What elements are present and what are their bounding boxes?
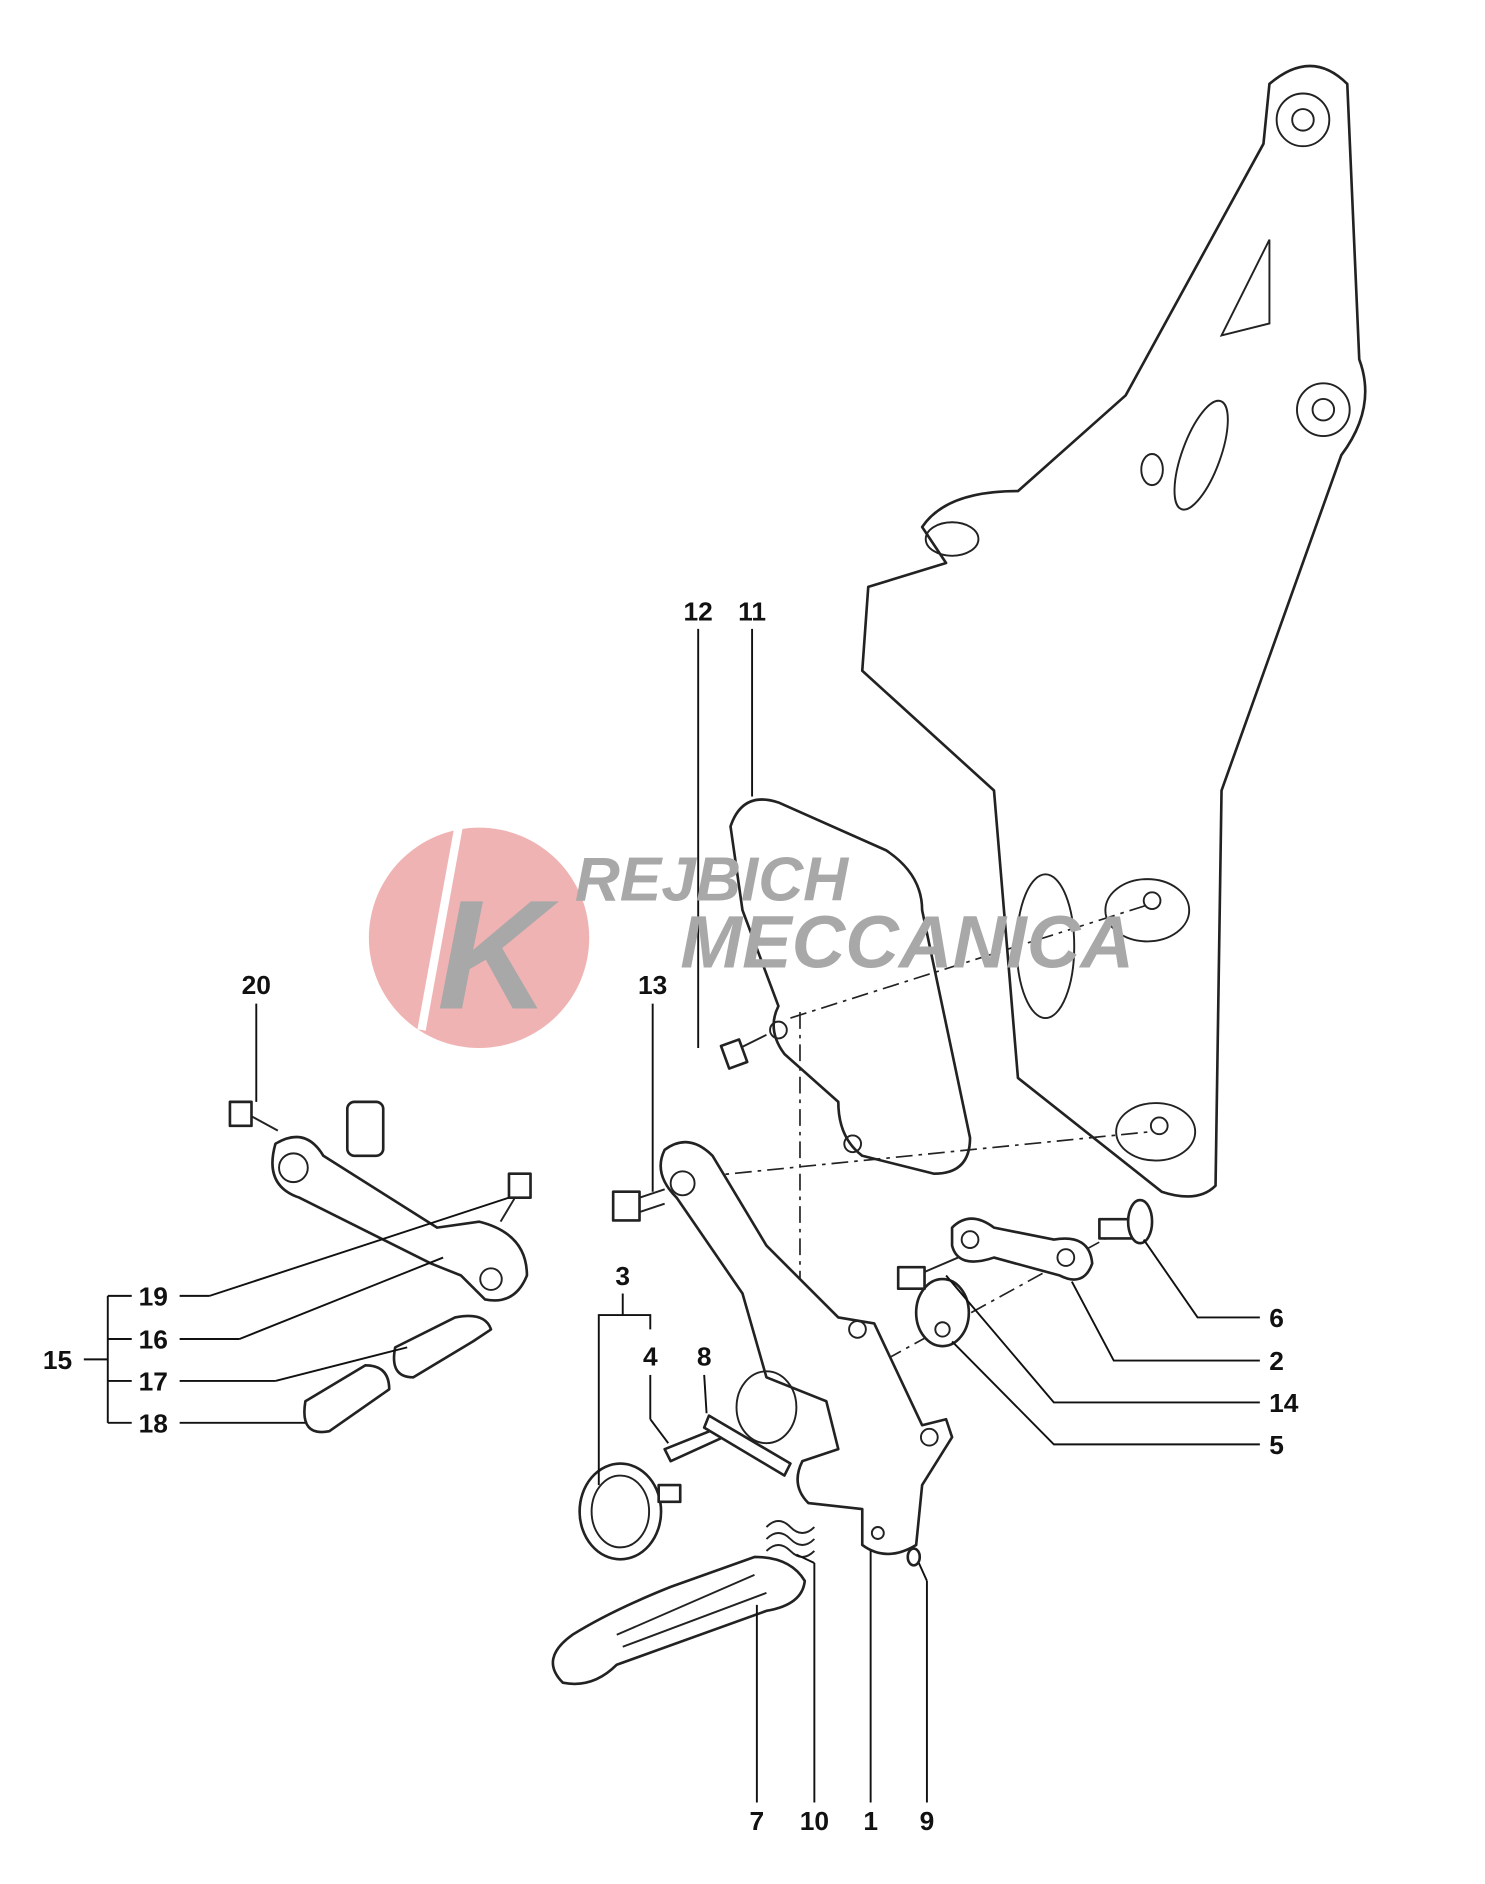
watermark-line2: MECCANICA [680, 901, 1134, 984]
pin-8 [702, 1414, 792, 1477]
label-18: 18 [139, 1408, 168, 1438]
bolt-12 [719, 1033, 767, 1070]
gear-lever [271, 1135, 529, 1302]
footpeg-7 [551, 1555, 807, 1686]
label-17: 17 [139, 1366, 168, 1396]
heel-guard [729, 798, 972, 1176]
bolt-14 [896, 1256, 959, 1291]
label-12: 12 [684, 596, 713, 626]
label-6: 6 [1269, 1303, 1284, 1333]
label-11: 11 [738, 596, 766, 626]
footrest-plate [659, 1140, 954, 1556]
label-2: 2 [1269, 1346, 1284, 1376]
linkage-rod [950, 1217, 1094, 1281]
peg-17 [392, 1314, 493, 1379]
spacer-5 [914, 1277, 971, 1348]
gear-shaft [345, 1100, 385, 1158]
bolt-20 [228, 1100, 279, 1132]
label-15: 15 [43, 1345, 72, 1375]
label-8: 8 [697, 1341, 712, 1371]
label-13: 13 [638, 970, 667, 1000]
bolt-13 [611, 1188, 665, 1222]
label-5: 5 [1269, 1430, 1284, 1460]
label-4: 4 [643, 1341, 658, 1371]
watermark-logo: K [368, 825, 590, 1048]
label-10: 10 [800, 1806, 829, 1836]
svg-text:K: K [437, 867, 559, 1041]
spring-10 [765, 1520, 816, 1558]
watermark-line1: REJBICH [575, 846, 850, 915]
knob-3 [578, 1462, 682, 1561]
bolt-19 [499, 1172, 532, 1223]
label-14: 14 [1269, 1388, 1299, 1418]
label-16: 16 [139, 1325, 168, 1355]
label-19: 19 [139, 1281, 168, 1311]
label-7: 7 [750, 1806, 765, 1836]
hardware-9 [906, 1547, 922, 1567]
bolt-6 [1098, 1198, 1154, 1245]
rubber-18 [303, 1364, 391, 1434]
label-20: 20 [242, 970, 271, 1000]
leader-lines [83, 628, 1260, 1803]
label-1: 1 [863, 1806, 878, 1836]
label-3: 3 [615, 1261, 630, 1291]
label-9: 9 [920, 1806, 935, 1836]
watermark-text: REJBICH MECCANICA [575, 846, 1134, 984]
